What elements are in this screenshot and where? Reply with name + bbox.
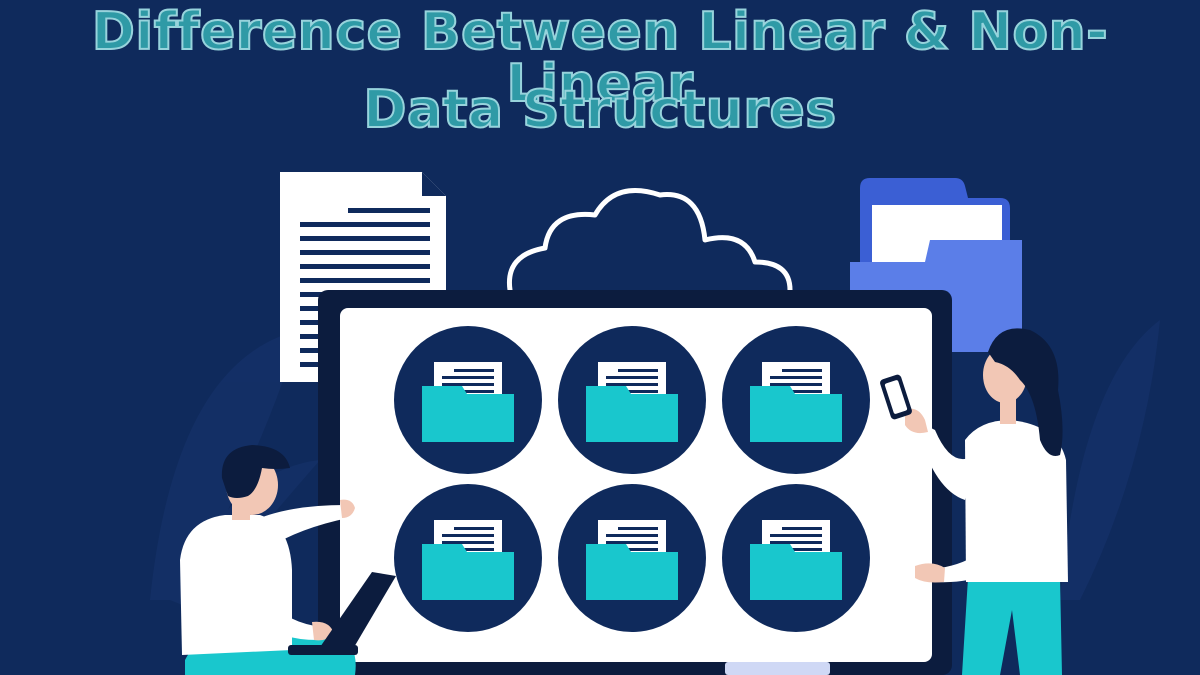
smartphone-icon <box>880 374 912 420</box>
document-line <box>770 376 822 379</box>
document-line <box>606 548 658 551</box>
document-line <box>782 369 822 372</box>
folder-icon <box>750 386 842 442</box>
document-line <box>782 527 822 530</box>
person-with-laptop <box>180 445 396 675</box>
document-line <box>454 369 494 372</box>
document-line <box>606 383 658 386</box>
laptop-icon <box>288 572 396 655</box>
document-line <box>770 541 822 544</box>
folder-icon <box>750 544 842 600</box>
document-line <box>618 527 658 530</box>
folder-icon <box>586 544 678 600</box>
person-with-phone <box>880 328 1068 675</box>
folder-icon <box>422 544 514 600</box>
document-line <box>442 541 494 544</box>
document-line <box>770 383 822 386</box>
document-line <box>442 383 494 386</box>
document-line <box>442 548 494 551</box>
folder-icon <box>586 386 678 442</box>
document-line <box>606 376 658 379</box>
document-line <box>770 534 822 537</box>
document-line <box>618 369 658 372</box>
document-line <box>442 534 494 537</box>
folder-item <box>394 484 542 632</box>
background-plant-right <box>1060 320 1160 600</box>
folder-item <box>722 326 870 474</box>
folder-icon <box>422 386 514 442</box>
cloud-icon <box>506 188 793 293</box>
document-line <box>454 527 494 530</box>
document-line <box>770 390 822 393</box>
folder-item <box>558 326 706 474</box>
title-line-2: Data Structures <box>362 80 837 140</box>
folder-item <box>558 484 706 632</box>
document-line <box>770 548 822 551</box>
folder-item <box>394 326 542 474</box>
document-line <box>442 376 494 379</box>
board-stand <box>725 662 830 675</box>
document-line <box>442 390 494 393</box>
title-line-1: Difference Between Linear & Non-Linear <box>91 2 1109 114</box>
document-line <box>606 390 658 393</box>
folder-item <box>722 484 870 632</box>
document-line <box>606 541 658 544</box>
folder-grid <box>394 326 870 632</box>
document-line <box>606 534 658 537</box>
